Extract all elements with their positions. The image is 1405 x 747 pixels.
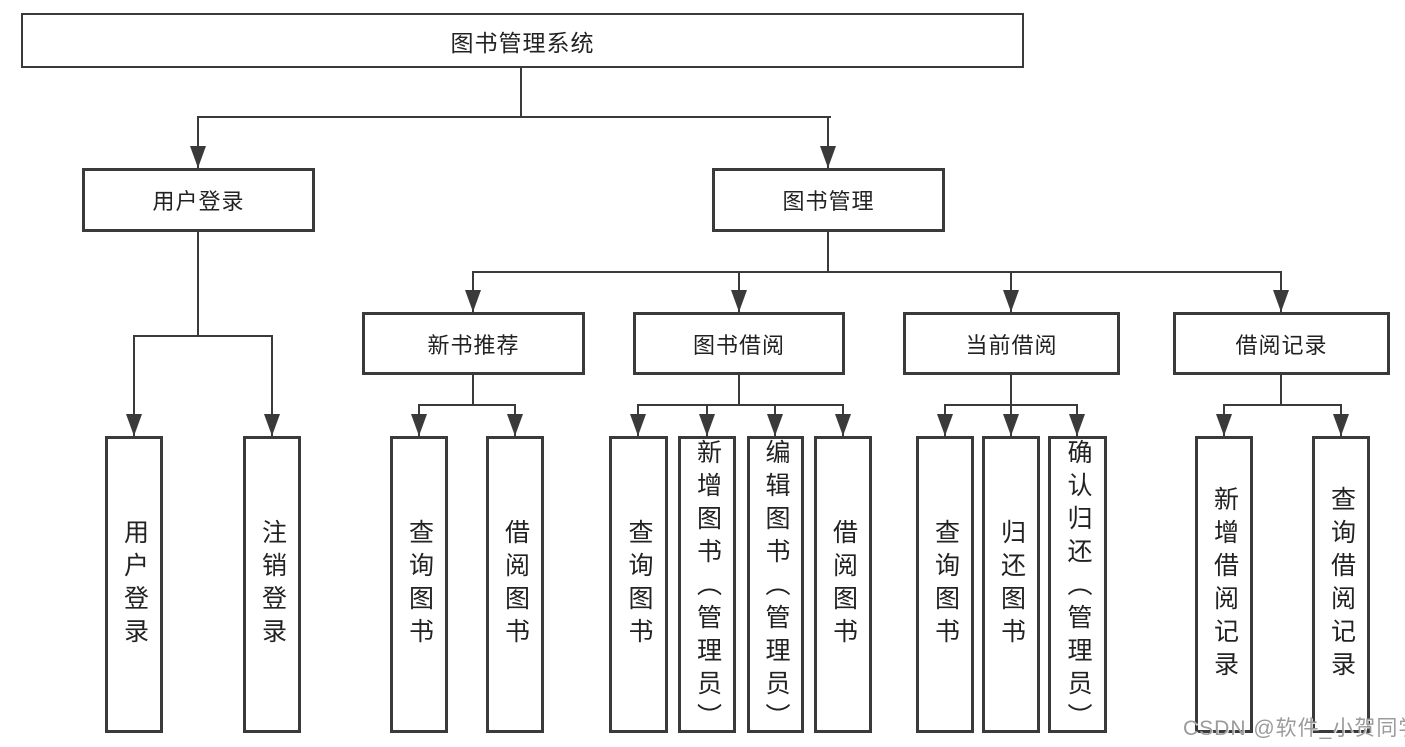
connector-vline — [520, 68, 522, 117]
arrowhead-down-icon — [1273, 290, 1289, 312]
arrowhead-down-icon — [465, 290, 481, 312]
node-leaf-add-borrow-record: 新增借阅记录 — [1195, 436, 1253, 733]
arrowhead-down-icon — [264, 414, 280, 436]
node-leaf-borrow-books-label: 借阅图书 — [829, 518, 858, 651]
node-leaf-query-books-recommend: 查询图书 — [390, 436, 448, 733]
arrowhead-down-icon — [731, 290, 747, 312]
node-leaf-query-books-recommend-label: 查询图书 — [405, 518, 434, 651]
connector-vline — [738, 375, 740, 405]
arrowhead-down-icon — [835, 414, 851, 436]
arrowhead-down-icon — [190, 146, 206, 168]
node-leaf-user-login-label: 用户登录 — [120, 518, 149, 651]
arrowhead-down-icon — [126, 414, 142, 436]
node-leaf-add-book-admin-label: 新增图书（管理员） — [693, 439, 722, 736]
connector-vline — [827, 232, 829, 272]
node-leaf-add-borrow-record-label: 新增借阅记录 — [1210, 485, 1239, 684]
connector-vline — [1280, 375, 1282, 405]
node-borrow-records: 借阅记录 — [1173, 312, 1390, 375]
arrowhead-down-icon — [937, 414, 953, 436]
watermark: CSDN @软件_小贺同学 — [1183, 717, 1405, 740]
node-leaf-confirm-return-admin-label: 确认归还（管理员） — [1064, 439, 1092, 736]
arrowhead-down-icon — [820, 146, 836, 168]
connector-hline — [472, 271, 1282, 273]
node-leaf-query-books-borrow: 查询图书 — [609, 436, 668, 733]
node-leaf-query-borrow-record: 查询借阅记录 — [1312, 436, 1370, 733]
connector-hline — [1223, 404, 1342, 406]
node-leaf-user-login: 用户登录 — [105, 436, 163, 733]
connector-hline — [418, 404, 516, 406]
node-leaf-return-books: 归还图书 — [982, 436, 1040, 733]
node-book-borrow: 图书借阅 — [633, 312, 845, 375]
node-leaf-confirm-return-admin: 确认归还（管理员） — [1048, 436, 1107, 736]
arrowhead-down-icon — [1069, 414, 1085, 436]
node-leaf-return-books-label: 归还图书 — [997, 518, 1026, 651]
arrowhead-down-icon — [411, 414, 427, 436]
node-leaf-borrow-books-recommend: 借阅图书 — [486, 436, 544, 733]
node-leaf-add-book-admin: 新增图书（管理员） — [678, 436, 736, 736]
node-leaf-borrow-books-recommend-label: 借阅图书 — [501, 518, 530, 651]
node-leaf-logout-label: 注销登录 — [258, 518, 287, 651]
connector-vline — [827, 117, 829, 168]
node-leaf-edit-book-admin-label: 编辑图书（管理员） — [762, 439, 790, 736]
connector-vline — [271, 336, 273, 436]
arrowhead-down-icon — [1216, 414, 1232, 436]
node-leaf-query-books-current-label: 查询图书 — [931, 518, 960, 651]
connector-vline — [1010, 375, 1012, 405]
node-leaf-logout: 注销登录 — [243, 436, 301, 733]
node-new-book-recommend: 新书推荐 — [362, 312, 585, 375]
node-leaf-borrow-books: 借阅图书 — [814, 436, 872, 733]
arrowhead-down-icon — [699, 414, 715, 436]
node-library-management-system: 图书管理系统 — [21, 13, 1024, 68]
node-book-management: 图书管理 — [712, 168, 945, 232]
arrowhead-down-icon — [1003, 414, 1019, 436]
arrowhead-down-icon — [1003, 290, 1019, 312]
arrowhead-down-icon — [767, 414, 783, 436]
node-user-login: 用户登录 — [82, 168, 315, 232]
arrowhead-down-icon — [1333, 414, 1349, 436]
connector-hline — [637, 404, 844, 406]
arrowhead-down-icon — [630, 414, 646, 436]
node-leaf-query-borrow-record-label: 查询借阅记录 — [1327, 485, 1356, 684]
connector-vline — [197, 117, 199, 168]
connector-vline — [197, 232, 199, 336]
node-leaf-query-books-borrow-label: 查询图书 — [625, 518, 653, 651]
node-leaf-edit-book-admin: 编辑图书（管理员） — [747, 436, 804, 736]
connector-vline — [133, 336, 135, 436]
node-leaf-query-books-current: 查询图书 — [916, 436, 974, 733]
connector-vline — [472, 375, 474, 405]
connector-hline — [133, 335, 273, 337]
arrowhead-down-icon — [507, 414, 523, 436]
node-current-borrow: 当前借阅 — [903, 312, 1120, 375]
connector-hline — [197, 116, 831, 118]
